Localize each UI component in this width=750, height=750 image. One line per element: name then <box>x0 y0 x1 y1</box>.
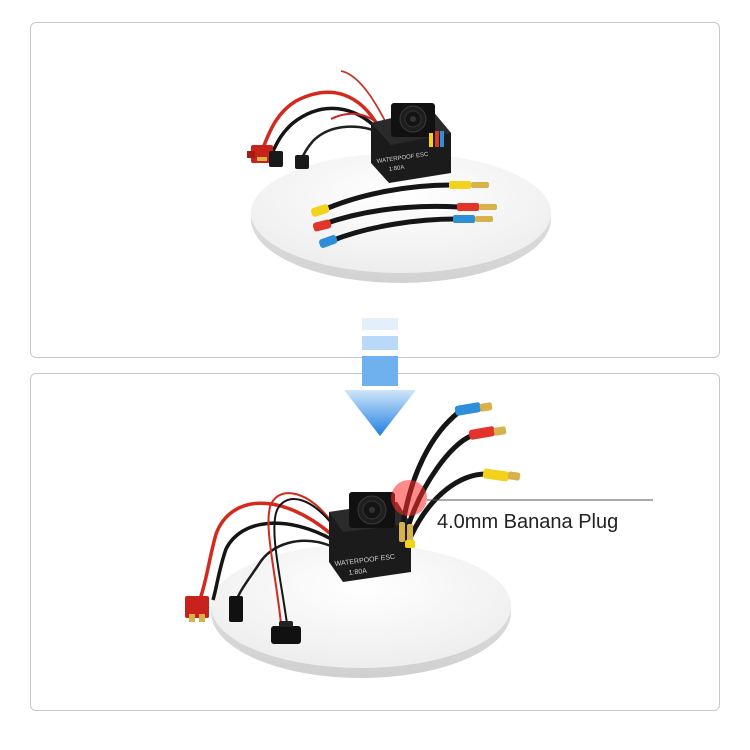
wire-black <box>269 106 385 156</box>
wire-switch-black <box>273 498 336 625</box>
wire-thin-red <box>340 70 387 124</box>
highlight-circle <box>391 480 427 516</box>
extension-wire-yellow <box>310 181 489 217</box>
callout-label: 4.0mm Banana Plug <box>437 511 619 533</box>
power-switch <box>271 621 301 644</box>
deans-connector <box>185 596 209 622</box>
extension-wire-blue <box>319 215 493 248</box>
esc-label-line2: 1:80A <box>348 568 367 577</box>
wire-red <box>261 90 383 149</box>
panel-before: WATERPOOF ESC 1:80A <box>30 22 720 358</box>
wire-black <box>211 521 334 601</box>
wire-red <box>197 501 333 603</box>
product-photo-before: WATERPOOF ESC 1:80A <box>247 70 551 283</box>
wire-switch-red <box>267 492 334 625</box>
esc-unit: WATERPOOF ESC 1:80A <box>371 103 451 183</box>
esc-unit: WATERPOOF ESC 1:80A <box>329 492 411 582</box>
motor-lead-yellow <box>408 468 521 538</box>
arrow-down-icon <box>344 318 416 436</box>
deans-connector <box>247 145 273 163</box>
wire-signal <box>235 539 332 600</box>
extension-wire-red <box>312 203 497 232</box>
signal-connectors <box>269 151 309 169</box>
banana-plug-bullets <box>399 522 415 548</box>
product-photo-after: WATERPOOF ESC 1:80A <box>185 402 653 678</box>
servo-connector <box>229 596 243 622</box>
svg-text:1:80A: 1:80A <box>388 165 404 173</box>
wire-signal-black <box>299 125 387 162</box>
